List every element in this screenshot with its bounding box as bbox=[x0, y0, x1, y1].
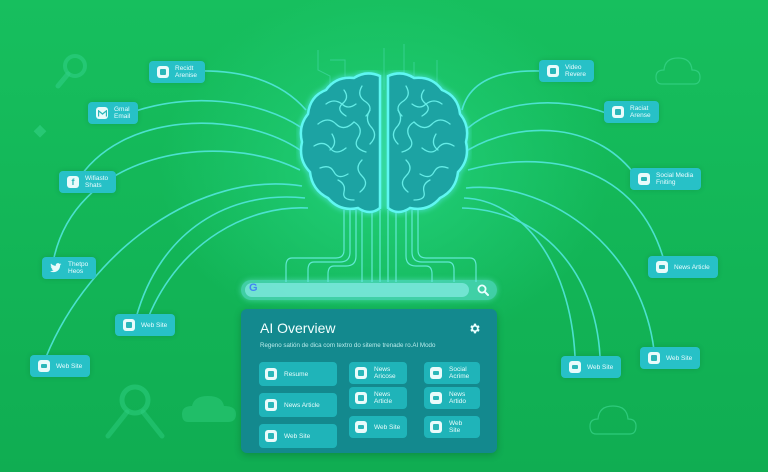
source-node-right-2[interactable]: Raciat Arense bbox=[604, 101, 659, 123]
source-node-left-2[interactable]: Gmal Email bbox=[88, 102, 139, 124]
result-card[interactable]: Web Site bbox=[259, 424, 337, 448]
ai-overview-panel: AI Overview Regeno satión de dica com te… bbox=[241, 309, 497, 453]
google-icon: G bbox=[249, 282, 258, 294]
source-node-right-4[interactable]: News Article bbox=[648, 256, 718, 278]
search-icon[interactable] bbox=[476, 283, 490, 297]
diamond-decoration-icon bbox=[33, 124, 47, 138]
brain-icon bbox=[299, 72, 469, 214]
search-input[interactable] bbox=[245, 283, 469, 297]
node-label: Thetpo Heos bbox=[68, 261, 89, 275]
result-card[interactable]: Web Site bbox=[349, 416, 407, 438]
gear-icon[interactable] bbox=[468, 322, 481, 335]
square-icon bbox=[157, 66, 169, 78]
result-card[interactable]: Web Site bbox=[424, 416, 480, 438]
node-label: Wifiasto Shats bbox=[85, 175, 109, 189]
cloud-outline-icon-bottom bbox=[589, 405, 637, 435]
source-node-left-3[interactable]: f Wifiasto Shats bbox=[59, 171, 117, 193]
list-icon bbox=[430, 367, 442, 379]
result-card[interactable]: News Article bbox=[259, 393, 337, 417]
node-label: Gmal Email bbox=[114, 106, 131, 120]
source-node-right-5[interactable]: Web Site bbox=[640, 347, 701, 369]
list-icon bbox=[569, 361, 581, 373]
source-node-left-4[interactable]: Thetpo Heos bbox=[42, 257, 97, 279]
list-icon bbox=[656, 261, 668, 273]
square-icon bbox=[265, 399, 277, 411]
node-label: Web Site bbox=[666, 354, 693, 362]
square-icon bbox=[430, 421, 442, 433]
square-icon bbox=[547, 65, 559, 77]
source-node-left-6[interactable]: Web Site bbox=[30, 355, 91, 377]
node-label: Web Site bbox=[56, 362, 83, 370]
search-bar[interactable]: G bbox=[241, 280, 497, 300]
result-card[interactable]: News Article bbox=[349, 387, 407, 409]
source-node-left-5[interactable]: Web Site bbox=[115, 314, 176, 336]
folder-icon bbox=[355, 367, 367, 379]
node-label: Video Revere bbox=[565, 64, 586, 78]
cloud-decoration-icon bbox=[182, 396, 236, 422]
list-icon bbox=[430, 392, 442, 404]
source-node-right-1[interactable]: Video Revere bbox=[539, 60, 594, 82]
square-icon bbox=[355, 392, 367, 404]
node-label: News Article bbox=[674, 263, 710, 271]
list-icon bbox=[638, 173, 650, 185]
panel-title: AI Overview bbox=[260, 320, 336, 336]
result-card[interactable]: Resume bbox=[259, 362, 337, 386]
cloud-outline-icon-right bbox=[655, 57, 701, 85]
list-icon bbox=[38, 360, 50, 372]
square-icon bbox=[612, 106, 624, 118]
twitter-icon bbox=[50, 262, 62, 274]
node-label: Raciat Arense bbox=[630, 105, 651, 119]
gmail-icon bbox=[96, 107, 108, 119]
result-card[interactable]: Social Acrime bbox=[424, 362, 480, 384]
source-node-right-6[interactable]: Web Site bbox=[561, 356, 622, 378]
square-icon bbox=[265, 430, 277, 442]
list-icon bbox=[355, 421, 367, 433]
inbox-icon bbox=[265, 368, 277, 380]
panel-subtitle: Regeno satión de dica com textro do site… bbox=[260, 342, 436, 349]
source-node-left-1[interactable]: Recidt Arenise bbox=[149, 61, 206, 83]
node-label: Social Media Fniting bbox=[656, 172, 694, 186]
square-icon bbox=[648, 352, 660, 364]
node-label: Recidt Arenise bbox=[175, 65, 198, 79]
source-node-right-3[interactable]: Social Media Fniting bbox=[630, 168, 702, 190]
node-label: Web Site bbox=[587, 363, 614, 371]
node-label: Web Site bbox=[141, 321, 168, 329]
result-card[interactable]: News Aricose bbox=[349, 362, 407, 384]
magnifier-decoration-icon bbox=[55, 54, 87, 89]
facebook-icon: f bbox=[67, 176, 79, 188]
result-card[interactable]: News Artido bbox=[424, 387, 480, 409]
magnifier-decoration-icon-bottom bbox=[105, 384, 165, 439]
square-icon bbox=[123, 319, 135, 331]
